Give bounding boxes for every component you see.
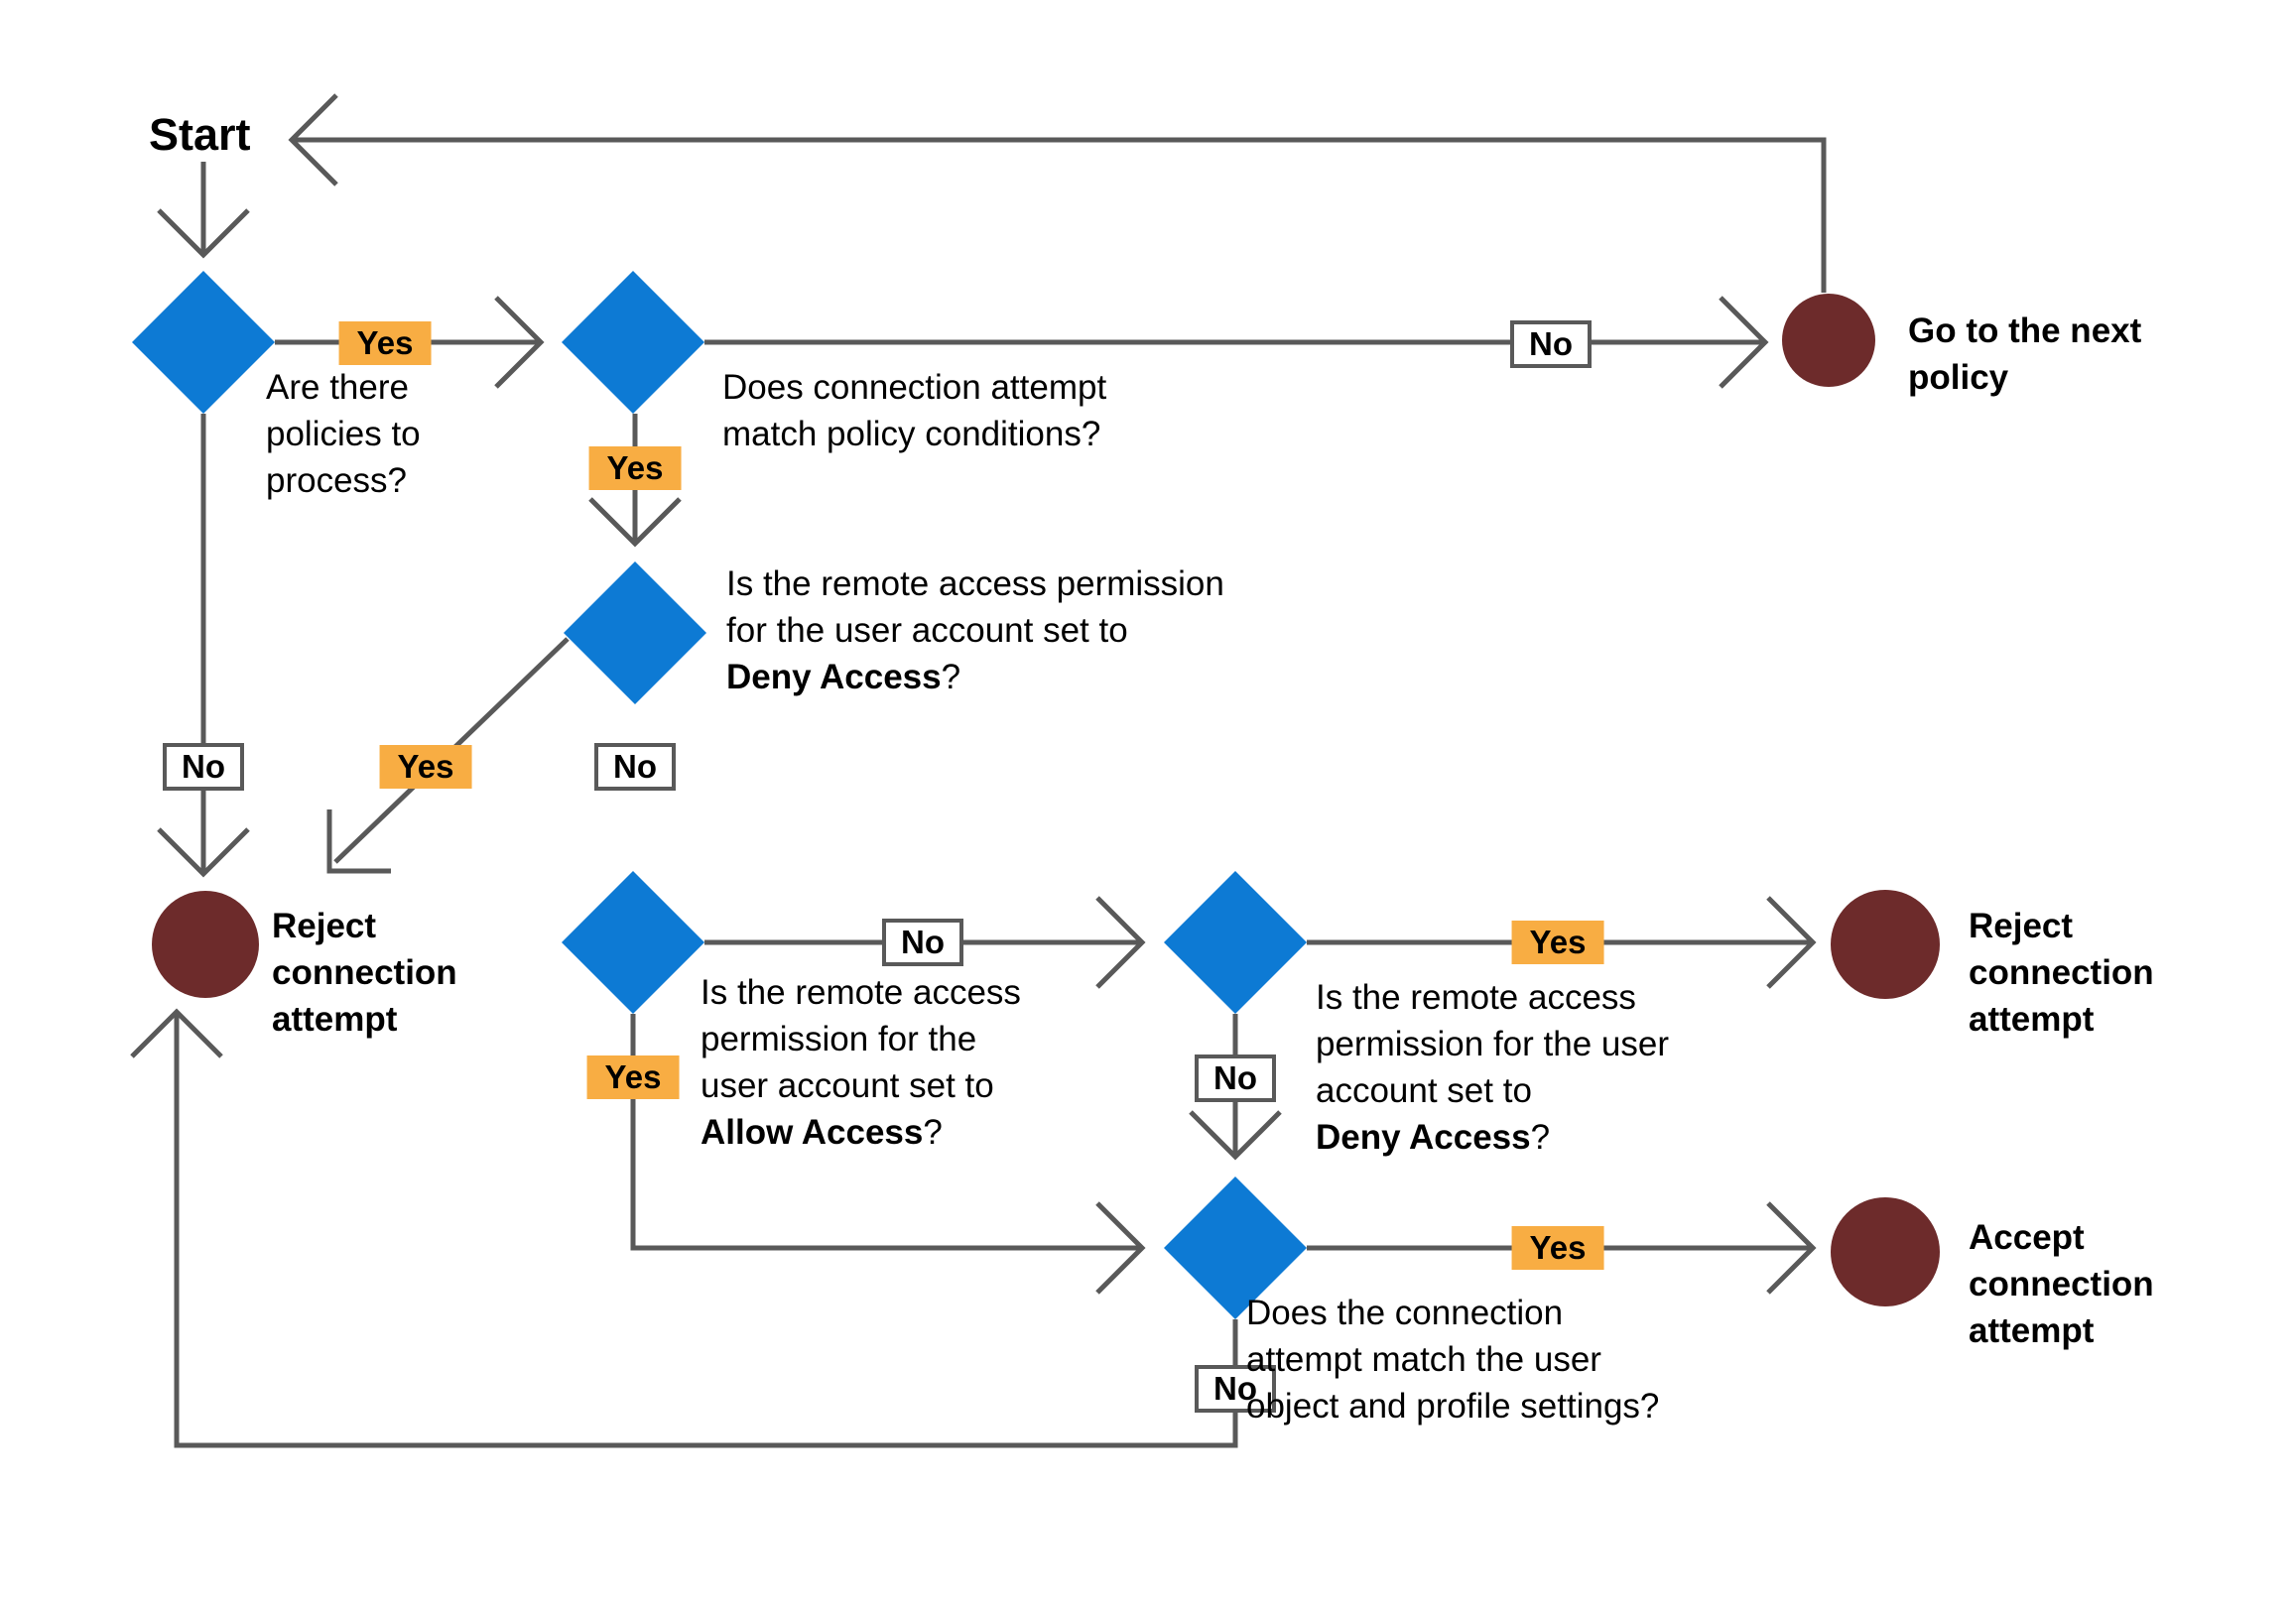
question-deny-access-2: Is the remote access permission for the … <box>1316 974 1669 1161</box>
question-line: Deny Access? <box>726 654 1224 700</box>
no-label-policies-exist: No <box>163 743 244 791</box>
terminal-line: attempt <box>1969 1311 2095 1350</box>
question-line: Allow Access? <box>701 1109 1021 1156</box>
terminal-line: connection <box>1969 953 2154 992</box>
decision-user-deny-access-2 <box>1164 871 1307 1014</box>
no-label-deny-access: No <box>594 743 676 791</box>
arrowhead-down-profile-settings <box>1189 1110 1282 1161</box>
question-bold-term: Deny Access <box>726 658 942 696</box>
arrowhead-down-policies-exist <box>157 208 250 259</box>
arrowhead-diagonal-reject-left <box>326 809 391 874</box>
no-label-allow-access: No <box>882 919 963 966</box>
question-line: Does connection attempt <box>722 368 1107 407</box>
yes-label-policies-exist: Yes <box>338 321 432 365</box>
question-line: for the user account set to <box>726 611 1128 650</box>
arrowhead-right-next-policy <box>1719 296 1769 389</box>
question-suffix: ? <box>923 1113 943 1152</box>
question-line: Is the remote access <box>1316 978 1636 1017</box>
terminal-line: Reject <box>1969 907 2074 945</box>
question-policy-conditions: Does connection attempt match policy con… <box>722 364 1106 457</box>
question-line: Deny Access? <box>1316 1114 1669 1161</box>
terminal-line: policy <box>1908 358 2009 397</box>
terminal-reject-left-circle <box>152 891 259 998</box>
question-line: match policy conditions? <box>722 415 1101 453</box>
arrowhead-right-policy-conditions <box>494 296 545 389</box>
question-allow-access: Is the remote access permission for the … <box>701 969 1021 1156</box>
decision-policy-conditions-match <box>562 271 704 414</box>
question-profile-settings: Does the connection attempt match the us… <box>1246 1290 1659 1429</box>
terminal-line: Reject <box>272 907 377 945</box>
yes-label-policy-conditions: Yes <box>588 446 682 490</box>
start-label: Start <box>149 109 251 160</box>
yes-label-allow-access: Yes <box>586 1055 680 1099</box>
yes-label-deny-access-2: Yes <box>1511 921 1604 964</box>
terminal-line: Go to the next <box>1908 311 2142 350</box>
no-label-deny-access-2: No <box>1195 1055 1276 1102</box>
question-suffix: ? <box>941 658 961 696</box>
question-policies-exist: Are there policies to process? <box>266 364 421 504</box>
question-line: policies to <box>266 415 421 453</box>
arrowhead-up-reject-left <box>130 1008 223 1058</box>
decision-policies-exist <box>132 271 275 414</box>
no-label-profile-settings: No <box>1195 1365 1276 1413</box>
question-line: permission for the <box>701 1020 977 1058</box>
question-line: Is the remote access <box>701 973 1021 1012</box>
decision-profile-settings-match <box>1164 1177 1307 1319</box>
arrowhead-right-accept <box>1766 1201 1817 1295</box>
terminal-accept-label: Accept connection attempt <box>1969 1214 2154 1354</box>
terminal-line: attempt <box>1969 1000 2095 1039</box>
arrowhead-down-reject-left <box>157 827 250 878</box>
terminal-line: attempt <box>272 1000 398 1039</box>
terminal-next-policy-circle <box>1782 294 1875 387</box>
arrowhead-right-reject-right <box>1766 896 1817 989</box>
question-bold-term: Deny Access <box>1316 1118 1531 1157</box>
yes-label-deny-access: Yes <box>379 745 472 789</box>
question-suffix: ? <box>1530 1118 1551 1157</box>
question-line: process? <box>266 461 408 500</box>
terminal-line: connection <box>1969 1265 2154 1303</box>
terminal-accept-circle <box>1831 1197 1940 1306</box>
arrowhead-down-deny-access <box>588 497 682 548</box>
decision-user-deny-access <box>564 561 706 704</box>
terminal-line: connection <box>272 953 457 992</box>
decision-user-allow-access <box>562 871 704 1014</box>
arrowhead-left-start <box>288 93 338 186</box>
question-line: Are there <box>266 368 409 407</box>
terminal-next-policy-label: Go to the next policy <box>1908 308 2141 401</box>
question-line: Is the remote access permission <box>726 564 1224 603</box>
question-line: permission for the user <box>1316 1025 1669 1063</box>
terminal-reject-left-label: Reject connection attempt <box>272 903 457 1043</box>
question-line: Does the connection <box>1246 1294 1564 1332</box>
question-line: account set to <box>1316 1071 1532 1110</box>
no-label-policy-conditions: No <box>1510 320 1592 368</box>
edge-next-policy-to-start <box>292 137 1827 293</box>
arrowhead-right-deny-access-2 <box>1095 896 1146 989</box>
terminal-reject-right-circle <box>1831 890 1940 999</box>
terminal-line: Accept <box>1969 1218 2085 1257</box>
question-line: attempt match the user <box>1246 1340 1601 1379</box>
yes-label-profile-settings: Yes <box>1511 1226 1604 1270</box>
question-deny-access: Is the remote access permission for the … <box>726 560 1224 700</box>
question-line: object and profile settings? <box>1246 1387 1660 1426</box>
arrowhead-right-profile-settings <box>1095 1201 1146 1295</box>
terminal-reject-right-label: Reject connection attempt <box>1969 903 2154 1043</box>
question-line: user account set to <box>701 1066 994 1105</box>
question-bold-term: Allow Access <box>701 1113 924 1152</box>
